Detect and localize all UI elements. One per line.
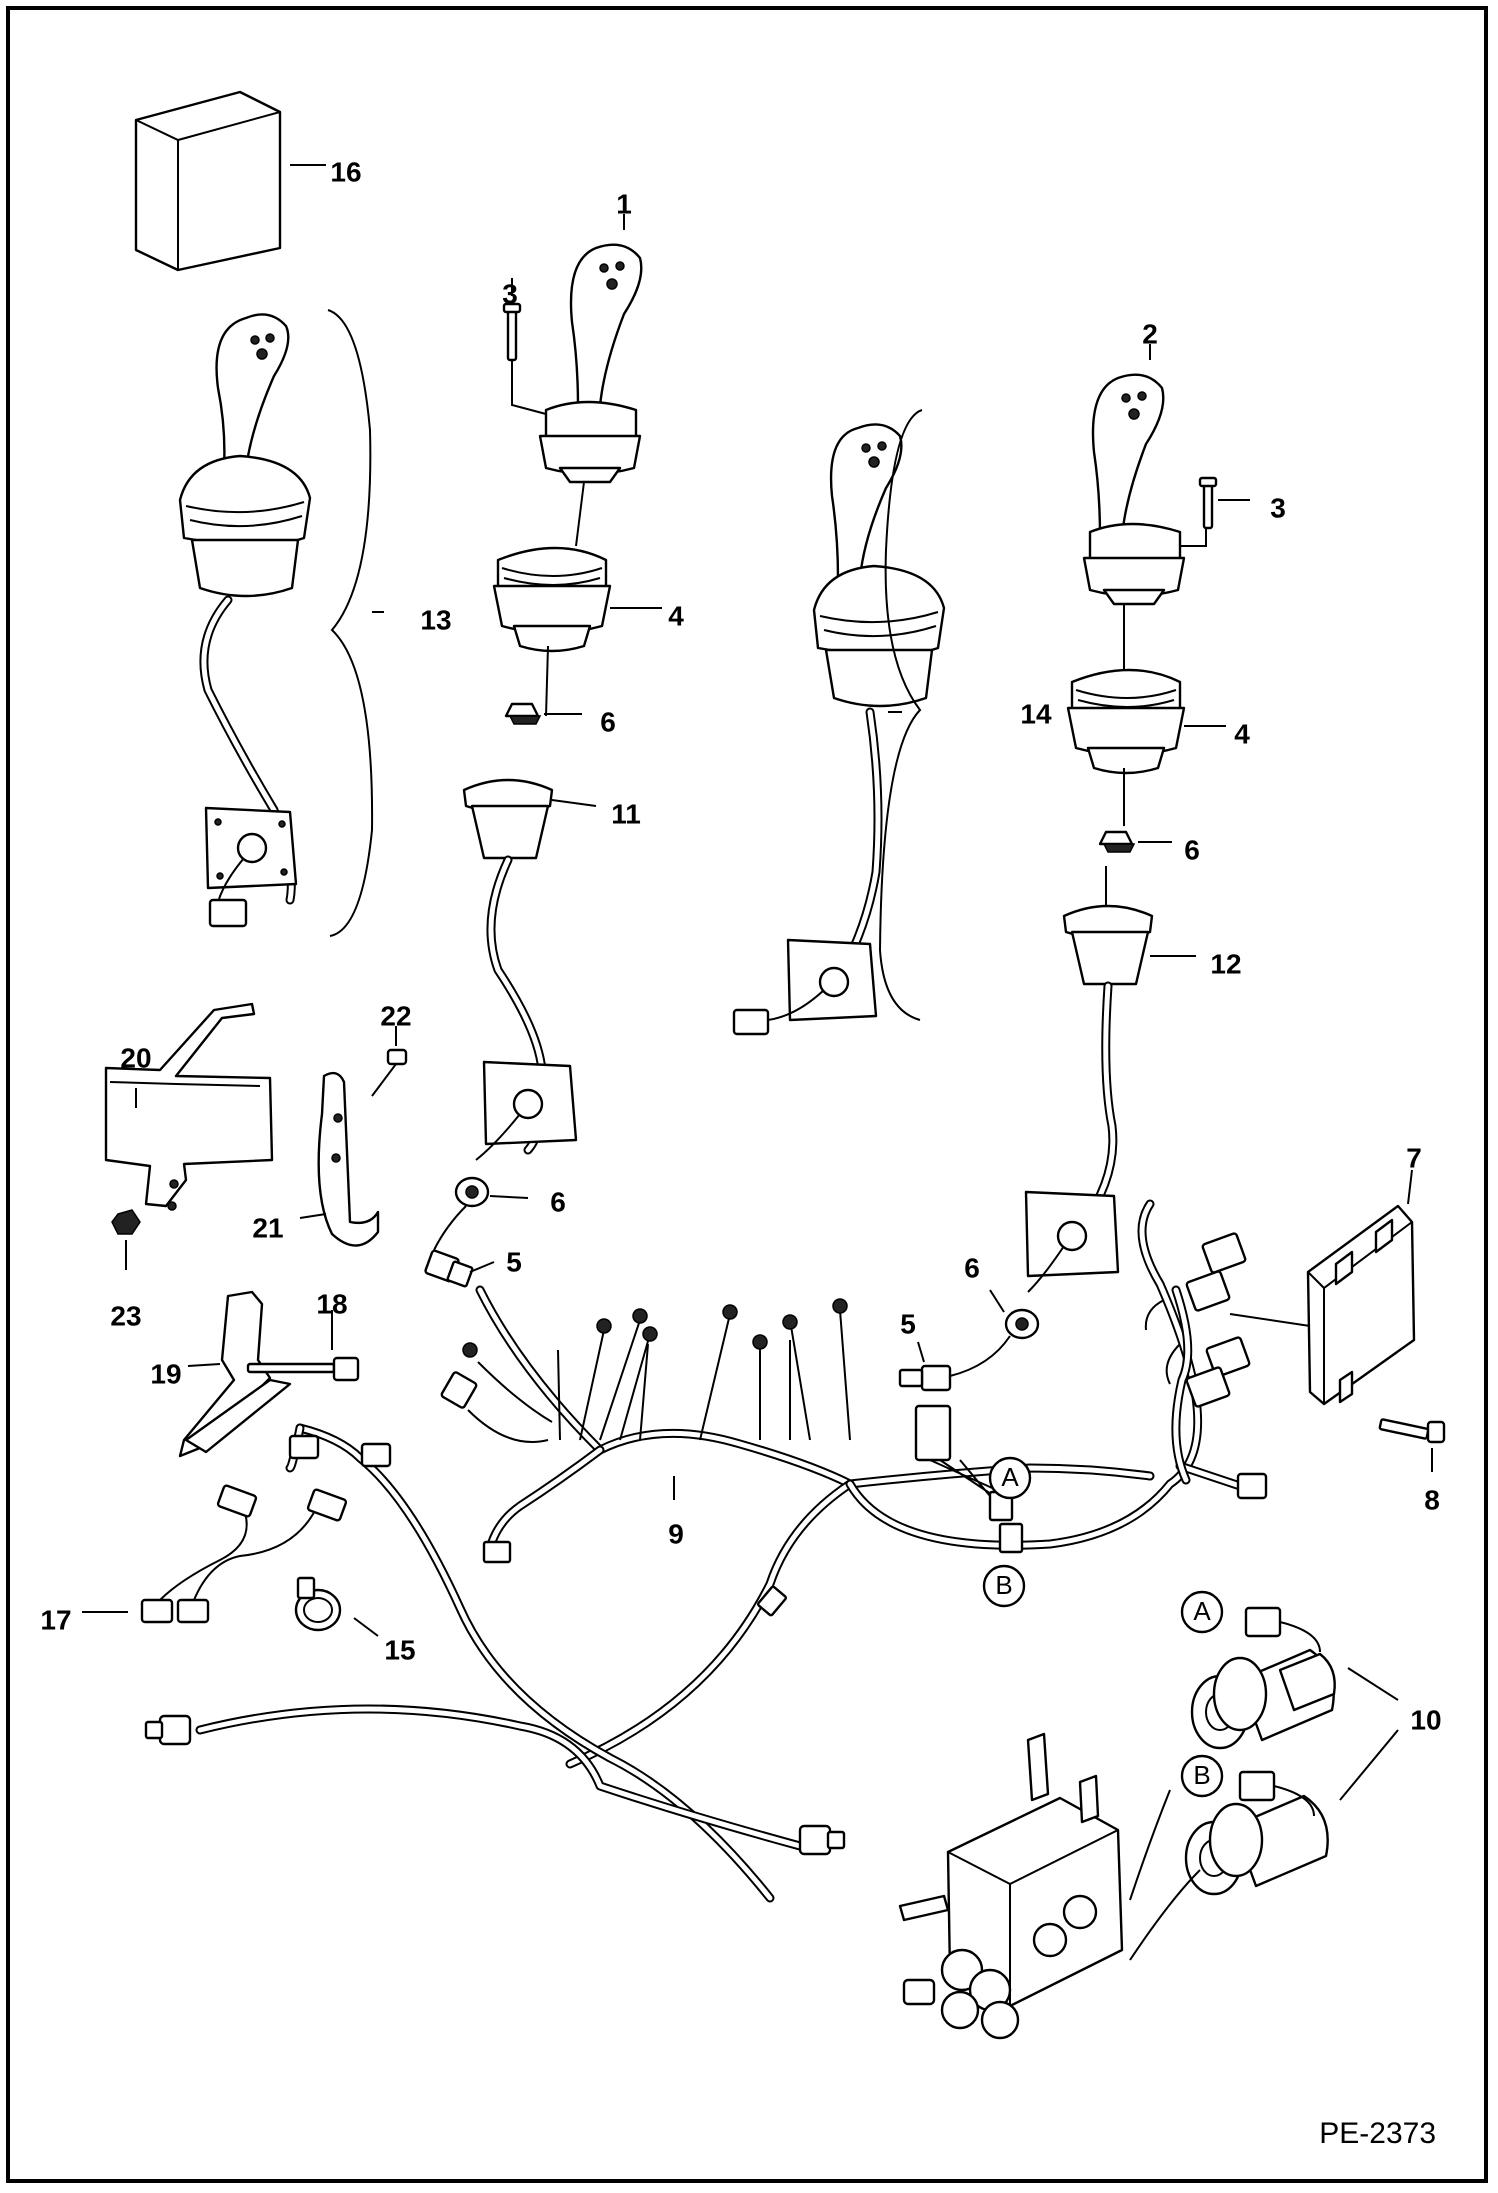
marker-label-mA2: A (1193, 1596, 1211, 1626)
part-22-screw (371, 1026, 408, 1097)
part-12-cable-boot-right (1024, 866, 1196, 1293)
part-14-right-joystick-assembly (732, 409, 946, 1036)
part-18-bolt (246, 1310, 360, 1382)
callout-c4b: 4 (1234, 718, 1250, 749)
solenoid-coil-b (1184, 1770, 1329, 1896)
callout-c11: 11 (611, 798, 641, 829)
callout-c3a: 3 (502, 278, 518, 309)
part-2-right-joystick-grip (1082, 344, 1186, 672)
marker-label-mB1: B (995, 1570, 1012, 1600)
callout-c9: 9 (668, 1518, 684, 1549)
part-17-sub-harness (82, 1423, 775, 1903)
callout-c6b: 6 (550, 1186, 566, 1217)
callout-c20: 20 (120, 1042, 151, 1073)
part-13-left-joystick-assembly (178, 309, 384, 937)
callout-c6a: 6 (600, 706, 616, 737)
callout-c5a: 5 (506, 1246, 522, 1277)
connector-marker-b-harness (982, 1564, 1026, 1608)
part-3-screw-left (502, 278, 547, 415)
part-21-strap (299, 1071, 380, 1247)
part-15-cable-tie (294, 1576, 379, 1637)
callout-c13: 13 (420, 604, 451, 635)
callout-c16: 16 (330, 156, 361, 187)
callout-c6d: 6 (964, 1252, 980, 1283)
harness-branch-lower (144, 1704, 846, 1856)
callout-c1: 1 (616, 188, 632, 219)
part-4-boot-left (492, 546, 662, 717)
controller-harness-plugs (1144, 1232, 1251, 1485)
hydraulic-valve-block (898, 1732, 1201, 2040)
part-1-left-joystick-grip (538, 214, 643, 547)
part-6-nut-upper-left (504, 702, 582, 725)
callout-c19: 19 (150, 1358, 181, 1389)
part-6-grommet-right (989, 1289, 1040, 1340)
marker-label-mB2: B (1193, 1760, 1210, 1790)
callout-c7: 7 (1406, 1142, 1422, 1173)
callout-c17: 17 (40, 1604, 71, 1635)
callout-c2: 2 (1142, 318, 1158, 349)
callout-c18: 18 (316, 1288, 347, 1319)
callout-c8: 8 (1424, 1484, 1440, 1515)
part-10-solenoid-coils (1184, 1606, 1399, 1896)
part-16-box (134, 90, 326, 272)
callout-c4a: 4 (668, 600, 684, 631)
part-7-controller-module (1229, 1169, 1416, 1406)
part-19-bracket (178, 1290, 292, 1458)
solenoid-coil-a (1190, 1606, 1336, 1750)
connector-marker-b-coil (1180, 1754, 1224, 1798)
part-23-nut (111, 1209, 141, 1270)
part-5-connector-right (898, 1335, 1011, 1392)
callout-c21: 21 (252, 1212, 283, 1243)
part-3-screw-right (1180, 476, 1250, 547)
part-11-cable-boot-left (462, 778, 597, 1161)
part-20-bracket (104, 1002, 274, 1211)
callout-c10: 10 (1410, 1704, 1441, 1735)
connector-marker-a-harness (988, 1456, 1032, 1500)
part-4-boot-right (1066, 668, 1226, 826)
marker-label-mA1: A (1001, 1462, 1019, 1492)
callout-c14: 14 (1020, 698, 1052, 729)
connector-marker-a-coil (1180, 1590, 1224, 1634)
part-8-bolt (1378, 1418, 1446, 1472)
callout-c5b: 5 (900, 1308, 916, 1339)
part-6-nut-upper-right (1098, 830, 1172, 853)
part-5-connector-left (424, 1205, 495, 1288)
callout-c12: 12 (1210, 948, 1241, 979)
callout-c22: 22 (380, 1000, 411, 1031)
callout-c23: 23 (110, 1300, 141, 1331)
callout-c3b: 3 (1270, 492, 1286, 523)
part-9-main-wiring-harness (440, 1199, 1268, 1769)
callout-c6c: 6 (1184, 834, 1200, 865)
callout-c15: 15 (384, 1634, 415, 1665)
drawing-reference-code: PE-2373 (1319, 2117, 1436, 2150)
part-6-grommet-left (454, 1176, 529, 1208)
